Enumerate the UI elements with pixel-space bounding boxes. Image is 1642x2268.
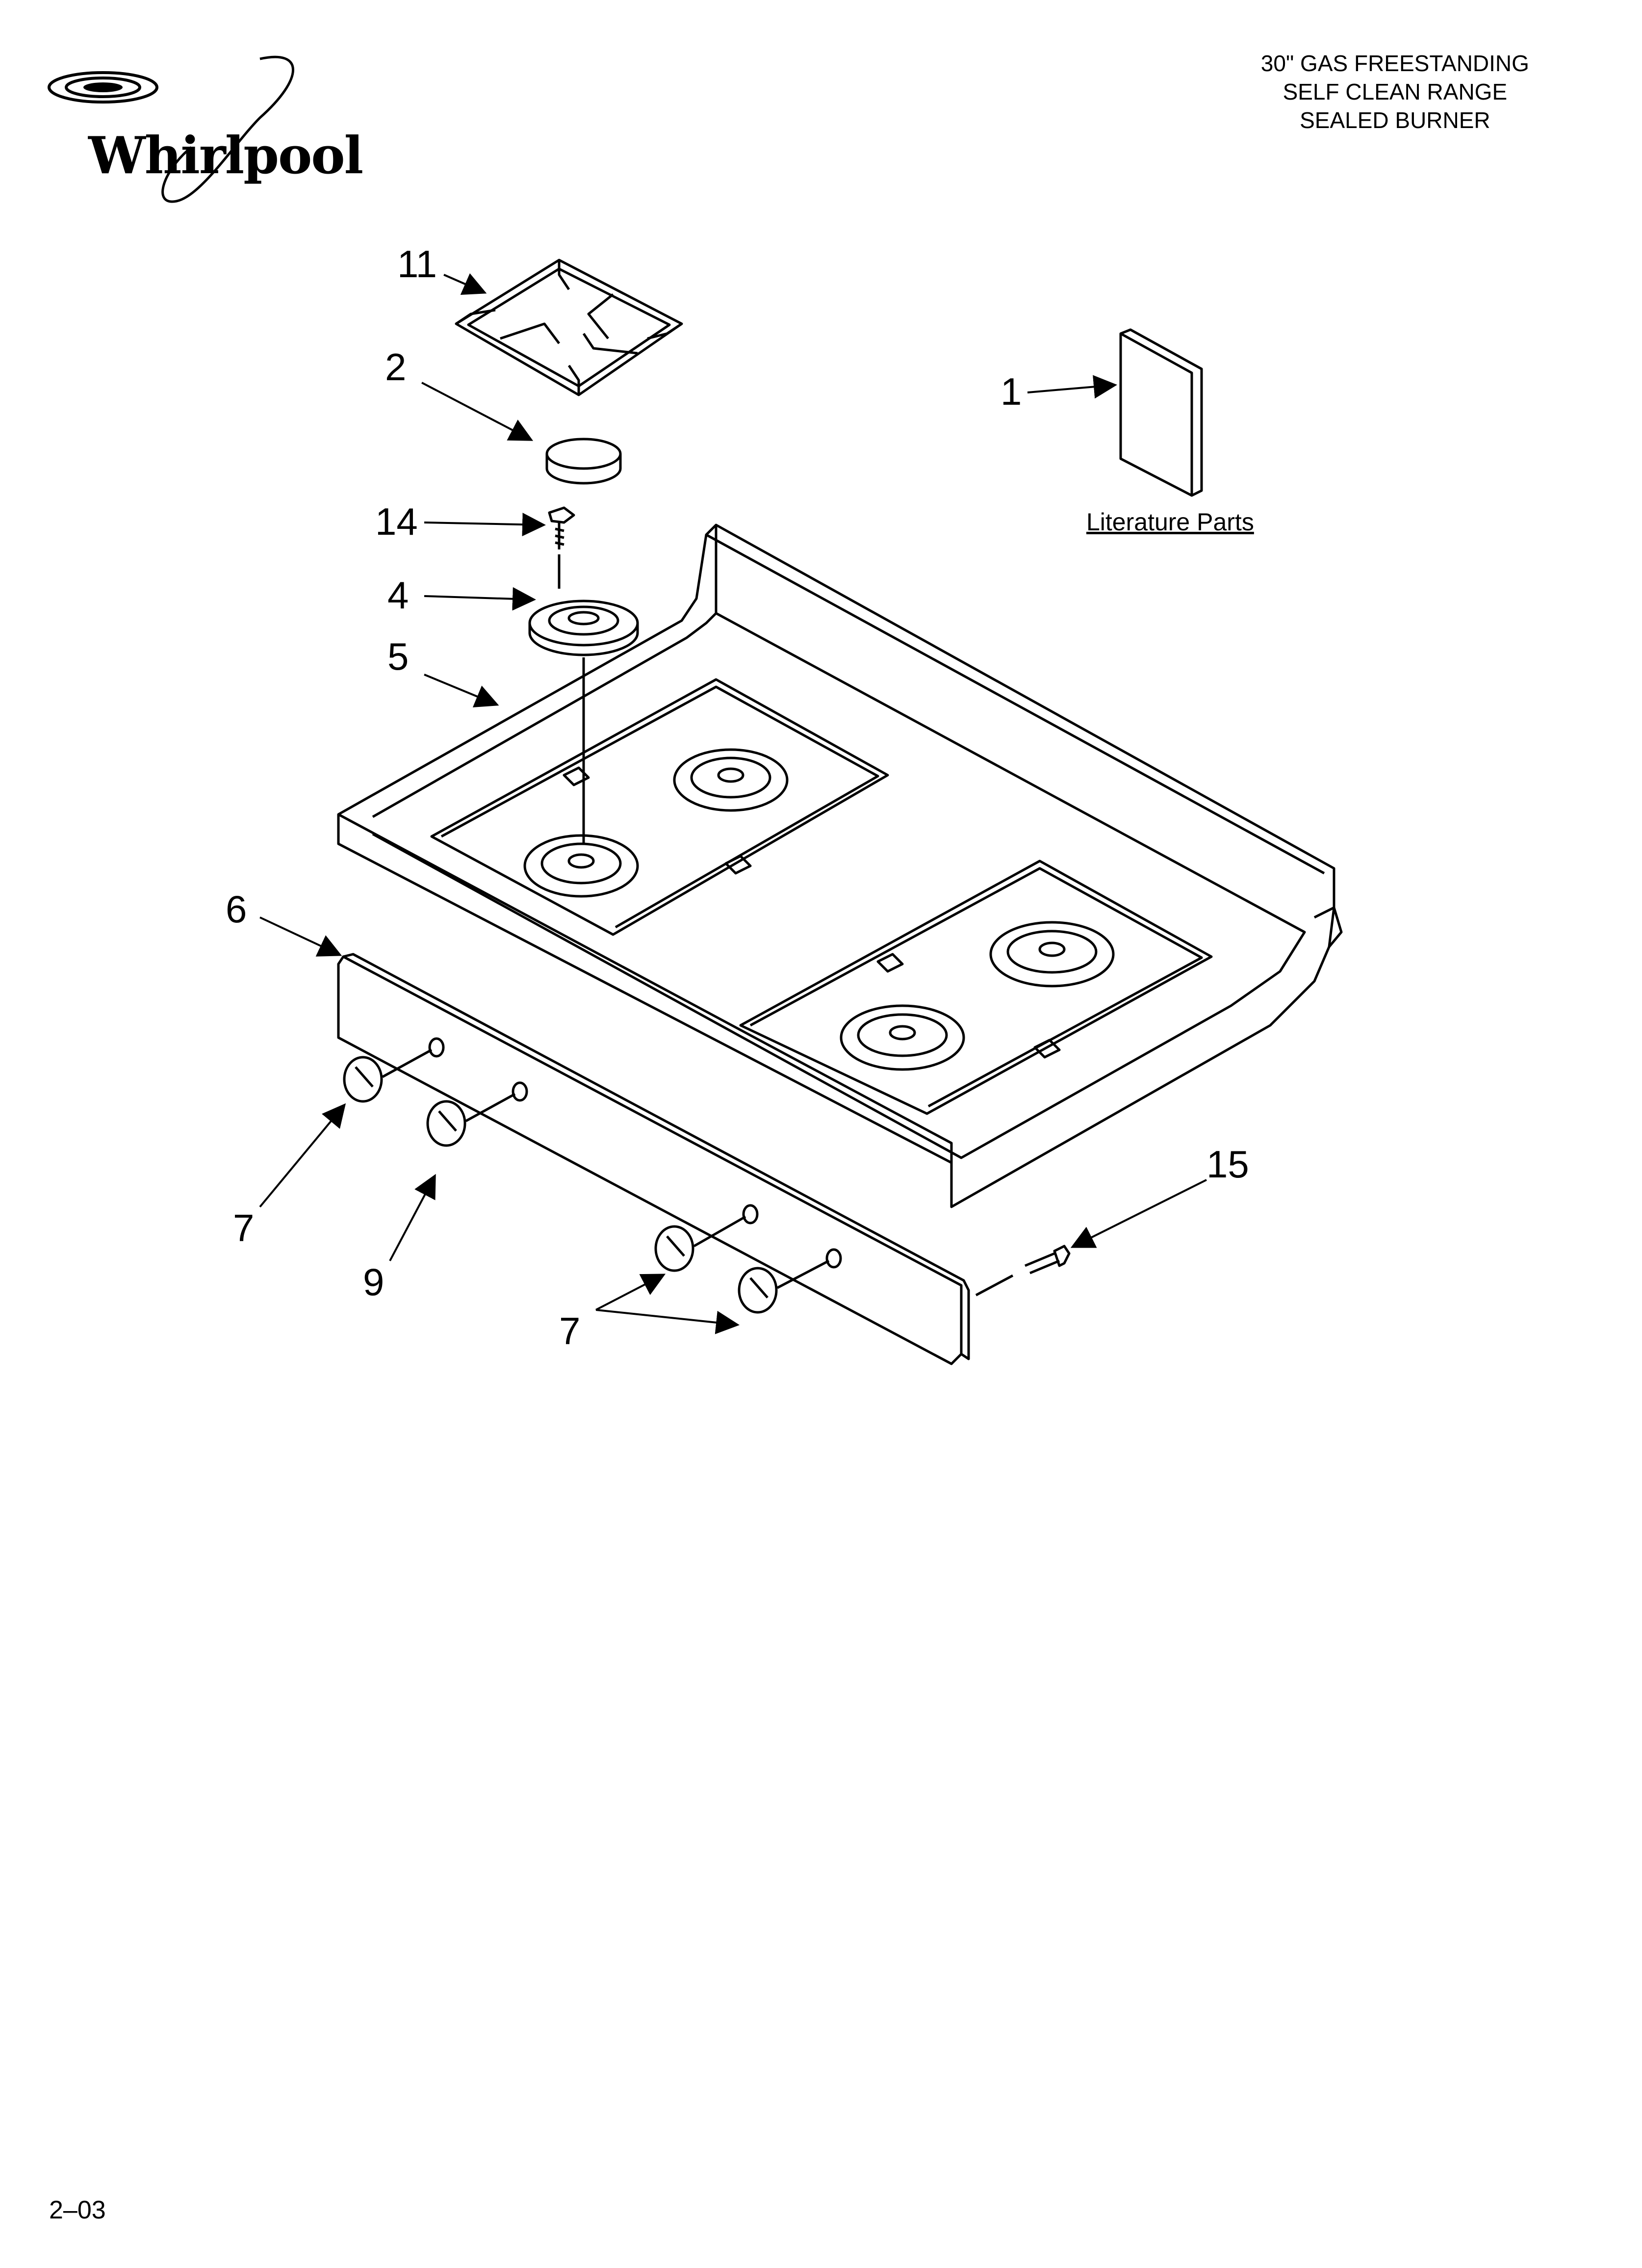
burner-base-part: [528, 600, 639, 844]
callout-7: 7: [559, 1309, 580, 1353]
callout-1: 1: [1001, 370, 1022, 413]
title-line-3: SEALED BURNER: [1300, 107, 1490, 133]
callout-7: 7: [233, 1206, 254, 1250]
brand-name: Whirlpool: [88, 125, 363, 185]
callout-2: 2: [385, 345, 406, 389]
brand-logo: Whirlpool: [29, 49, 363, 211]
control-panel-part: [337, 953, 970, 1365]
control-knob-part: [426, 1100, 466, 1147]
callout-11: 11: [397, 242, 437, 286]
literature-parts-label: Literature Parts: [1086, 508, 1254, 536]
control-knob-part: [738, 1267, 778, 1314]
title-line-1: 30" GAS FREESTANDING: [1260, 51, 1529, 76]
literature-parts-booklet: [1119, 328, 1203, 497]
control-knob-part: [343, 1056, 383, 1103]
screw-part: [975, 1245, 1071, 1297]
callout-15: 15: [1206, 1143, 1249, 1186]
cooktop-part: [337, 523, 1343, 1208]
exploded-parts-diagram: 11 2 14 4 5 1 6 7 9 7 15: [226, 242, 1343, 1365]
callout-4: 4: [387, 574, 409, 617]
diagram-title: 30" GAS FREESTANDING SELF CLEAN RANGE SE…: [1184, 49, 1606, 134]
callout-14: 14: [375, 500, 418, 543]
screw-part: [548, 506, 575, 589]
burner-cap-part: [545, 438, 622, 485]
whirlpool-swirl-icon: [48, 55, 294, 203]
page-code: 2–03: [49, 2196, 106, 2224]
callout-6: 6: [226, 887, 247, 931]
control-knob-part: [654, 1225, 694, 1272]
callout-5: 5: [387, 635, 409, 678]
title-line-2: SELF CLEAN RANGE: [1283, 79, 1508, 104]
burner-grate-part: [455, 259, 683, 396]
callout-9: 9: [363, 1260, 384, 1303]
